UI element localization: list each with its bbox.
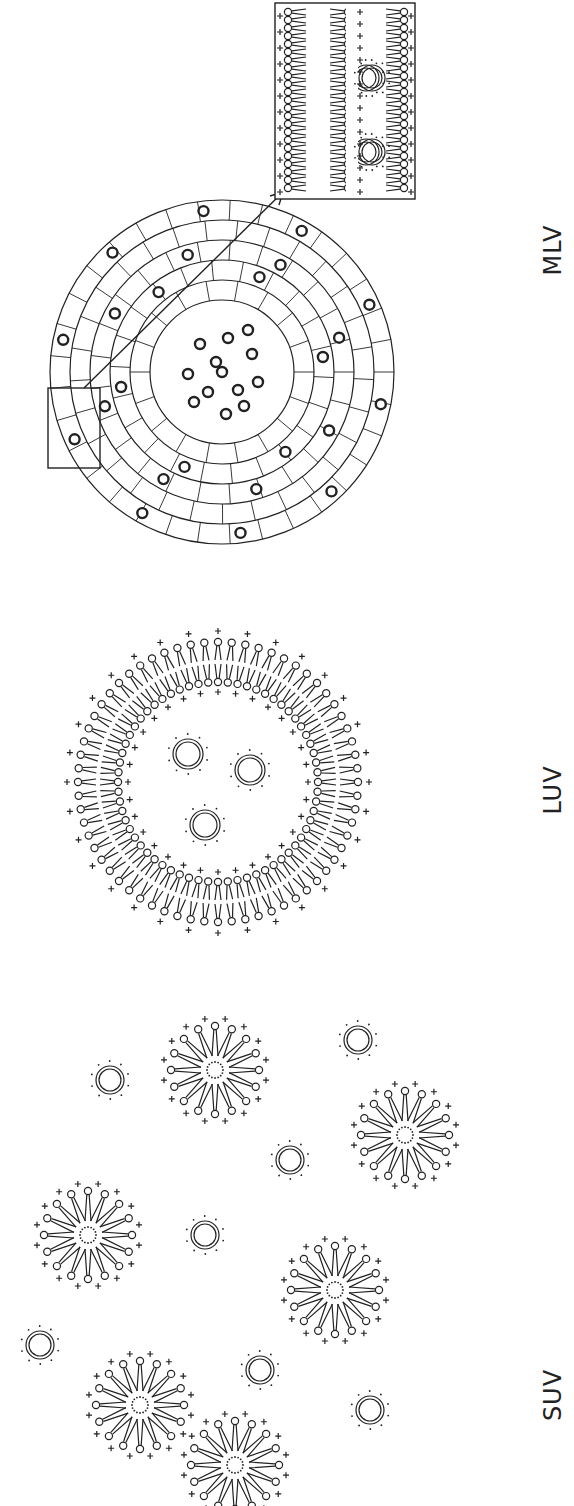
liposome-type-label: LUV bbox=[541, 765, 565, 814]
liposome-type-label: MLV bbox=[541, 225, 565, 276]
liposome-type-label: SUV bbox=[541, 1369, 565, 1421]
